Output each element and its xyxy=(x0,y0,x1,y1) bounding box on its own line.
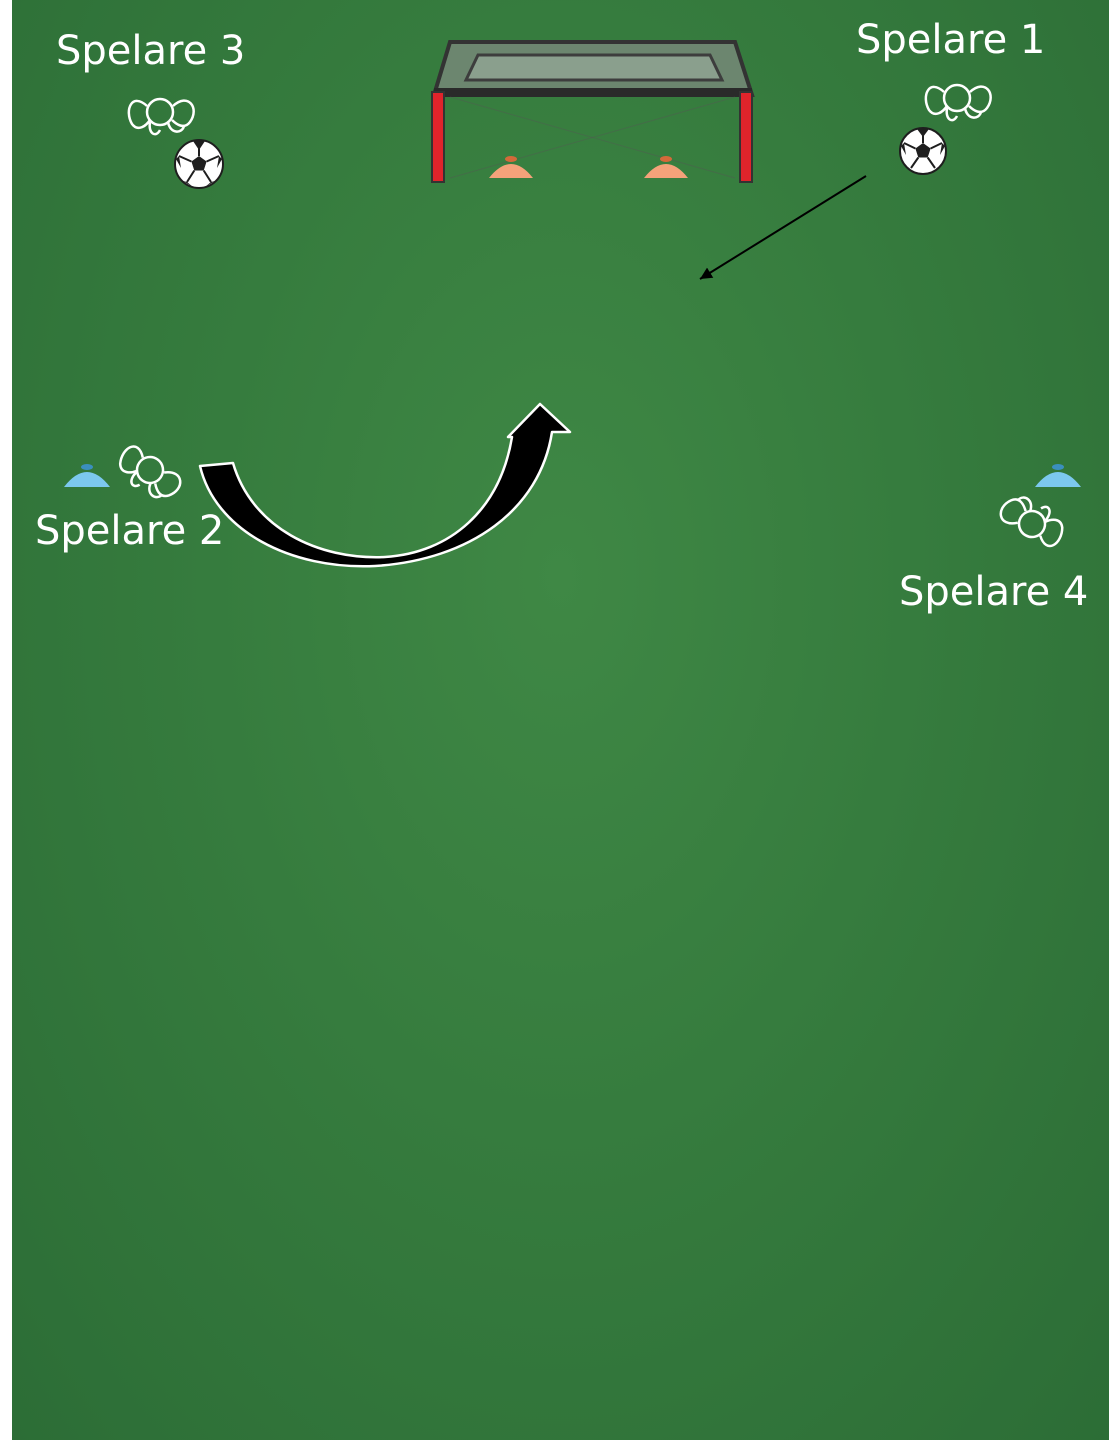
player-2-figure xyxy=(112,441,185,507)
orange-cone xyxy=(644,156,688,178)
goal-post-right xyxy=(740,92,752,182)
soccer-ball-icon xyxy=(175,140,223,188)
player-1-figure xyxy=(926,85,991,120)
player-label-2: Spelare 2 xyxy=(35,511,224,551)
orange-cone xyxy=(489,156,533,178)
player-label-3: Spelare 3 xyxy=(56,31,245,71)
soccer-ball-icon xyxy=(900,128,946,174)
goal-icon xyxy=(432,42,752,182)
blue-cone xyxy=(1035,464,1081,487)
player-4-figure xyxy=(996,488,1070,551)
player-3-figure xyxy=(129,99,194,134)
drill-diagram xyxy=(12,0,1109,1440)
player-label-4: Spelare 4 xyxy=(899,572,1088,612)
player-label-1: Spelare 1 xyxy=(856,20,1045,60)
goal-post-left xyxy=(432,92,444,182)
run-arrow xyxy=(200,404,570,566)
blue-cone xyxy=(64,464,110,487)
pass-arrow xyxy=(700,176,866,279)
